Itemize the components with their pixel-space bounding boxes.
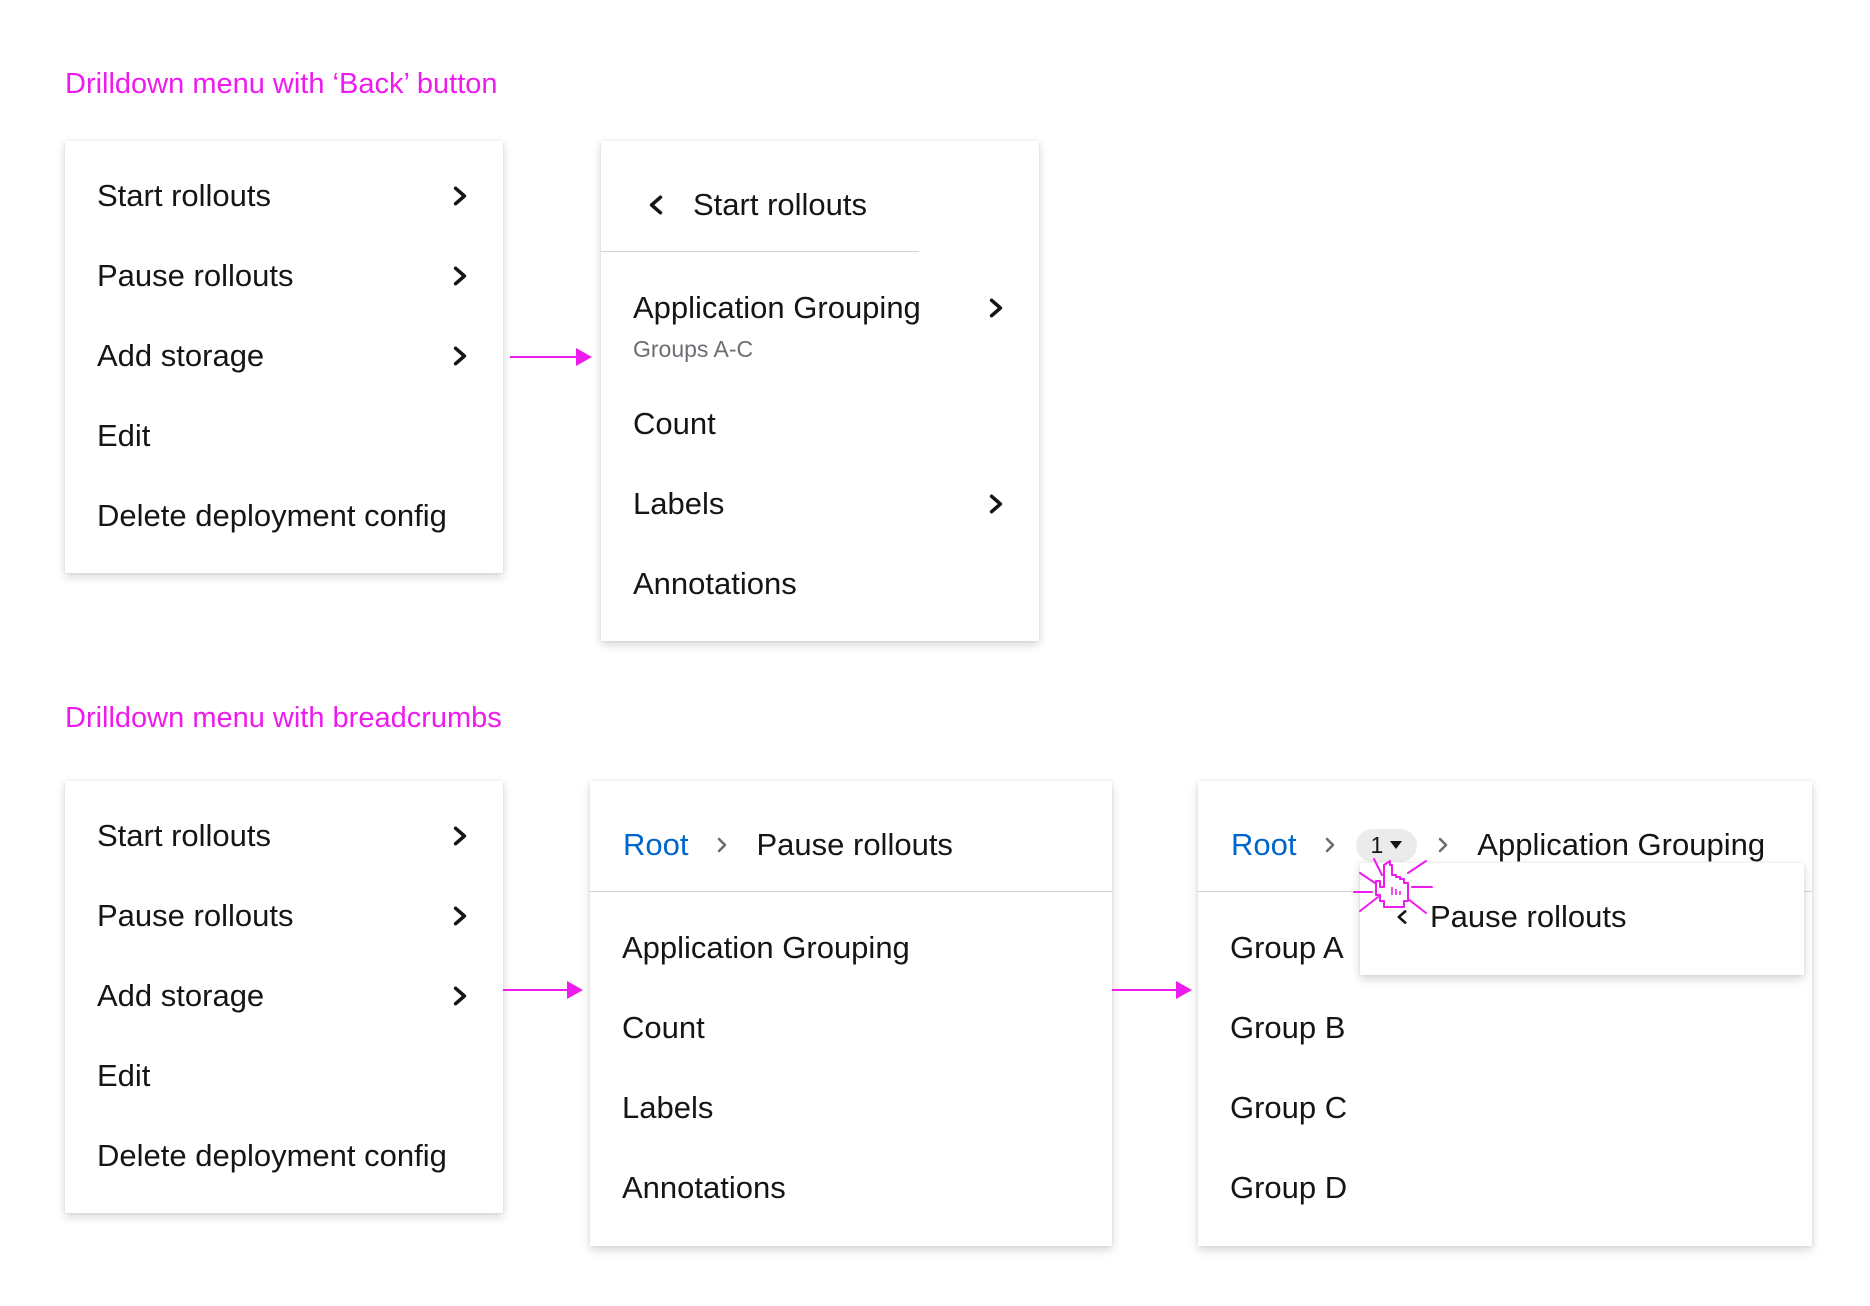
menu-item-edit[interactable]: Edit (97, 1036, 471, 1116)
menu-item-label: Edit (97, 1058, 151, 1093)
menu-divider (601, 251, 919, 252)
menu-item-label: Delete deployment config (97, 1138, 447, 1173)
menu-item-application-grouping[interactable]: Application Grouping Groups A-C (633, 268, 1007, 362)
menu-item-label: Count (633, 406, 716, 441)
menu-item-label: Pause rollouts (97, 258, 294, 293)
chevron-left-icon (1394, 909, 1410, 925)
menu-item-label: Start rollouts (97, 178, 272, 213)
menu-item-annotations[interactable]: Annotations (622, 1148, 1080, 1228)
chevron-right-icon (449, 825, 471, 847)
popup-back-item[interactable]: Pause rollouts (1394, 877, 1626, 957)
menu-item-label: Count (622, 1010, 705, 1045)
menu-item-label: Start rollouts (97, 818, 272, 853)
menu-item-label: Pause rollouts (97, 898, 294, 933)
menu-item-application-grouping[interactable]: Application Grouping (622, 908, 1080, 988)
menu-item-count[interactable]: Count (633, 384, 1007, 464)
menu-item-group-c[interactable]: Group C (1230, 1068, 1780, 1148)
back-button-label: Start rollouts (693, 187, 868, 222)
breadcrumb: Root Pause rollouts (623, 805, 953, 885)
menu-item-group-a[interactable]: Group A (1230, 908, 1780, 988)
menu-item-annotations[interactable]: Annotations (633, 544, 1007, 624)
caret-down-icon (1390, 841, 1403, 849)
menu-item-description: Groups A-C (633, 336, 754, 362)
menu-item-label: Application Grouping (622, 930, 910, 965)
menu-item-add-storage[interactable]: Add storage (97, 956, 471, 1036)
chevron-right-icon (985, 493, 1007, 515)
breadcrumb: Root 1 Application Grouping (1231, 805, 1765, 885)
menu-item-label: Labels (622, 1090, 714, 1125)
hand-pointer-icon (1353, 858, 1433, 914)
flow-arrow (1112, 981, 1192, 999)
menu-item-label: Annotations (622, 1170, 786, 1205)
flow-arrow (510, 348, 592, 366)
menu-item-count[interactable]: Count (622, 988, 1080, 1068)
menu-item-delete-deployment-config[interactable]: Delete deployment config (97, 476, 471, 556)
section-title-back-button: Drilldown menu with ‘Back’ button (65, 68, 498, 100)
section-title-breadcrumbs: Drilldown menu with breadcrumbs (65, 702, 502, 734)
breadcrumb-current: Application Grouping (1477, 827, 1766, 862)
menu-item-label: Edit (97, 418, 151, 453)
drilldown-root-menu: Start rollouts Pause rollouts Add storag… (65, 141, 503, 573)
back-button[interactable]: Start rollouts (645, 165, 867, 245)
menu-item-pause-rollouts[interactable]: Pause rollouts (97, 876, 471, 956)
menu-item-label: Group A (1230, 930, 1344, 965)
angle-right-icon (1322, 837, 1338, 853)
breadcrumb-root-link[interactable]: Root (623, 827, 689, 862)
drilldown-root-menu: Start rollouts Pause rollouts Add storag… (65, 781, 503, 1213)
drilldown-level2-menu: Root 1 Application Grouping Group A Grou… (1198, 781, 1812, 1246)
angle-right-icon (1435, 837, 1451, 853)
breadcrumb-root-link[interactable]: Root (1231, 827, 1297, 862)
chevron-right-icon (449, 345, 471, 367)
breadcrumb-collapsed-toggle[interactable]: 1 (1356, 828, 1418, 862)
popup-back-label: Pause rollouts (1430, 899, 1627, 934)
menu-item-group-d[interactable]: Group D (1230, 1148, 1780, 1228)
menu-item-label: Group C (1230, 1090, 1348, 1125)
chevron-right-icon (449, 185, 471, 207)
menu-item-label: Add storage (97, 338, 265, 373)
menu-item-pause-rollouts[interactable]: Pause rollouts (97, 236, 471, 316)
menu-item-add-storage[interactable]: Add storage (97, 316, 471, 396)
menu-item-label: Application Grouping (633, 290, 921, 325)
chevron-right-icon (985, 297, 1007, 319)
menu-item-group-b[interactable]: Group B (1230, 988, 1780, 1068)
menu-item-label: Labels (633, 486, 725, 521)
flow-arrow (503, 981, 583, 999)
menu-item-labels[interactable]: Labels (633, 464, 1007, 544)
drilldown-level1-menu: Root Pause rollouts Application Grouping… (590, 781, 1112, 1246)
breadcrumb-current: Pause rollouts (756, 827, 953, 862)
menu-item-delete-deployment-config[interactable]: Delete deployment config (97, 1116, 471, 1196)
chevron-right-icon (449, 265, 471, 287)
angle-right-icon (714, 837, 730, 853)
chevron-right-icon (449, 905, 471, 927)
menu-item-label: Annotations (633, 566, 797, 601)
menu-divider (590, 891, 1112, 892)
menu-item-label: Group B (1230, 1010, 1346, 1045)
chevron-right-icon (449, 985, 471, 1007)
drilldown-submenu: Start rollouts Application Grouping Grou… (601, 141, 1039, 641)
chevron-left-icon (645, 194, 667, 216)
menu-item-start-rollouts[interactable]: Start rollouts (97, 156, 471, 236)
menu-item-labels[interactable]: Labels (622, 1068, 1080, 1148)
menu-item-label: Delete deployment config (97, 498, 447, 533)
collapsed-count: 1 (1370, 831, 1384, 858)
collapsed-breadcrumb-popup: Pause rollouts (1360, 863, 1804, 975)
menu-item-edit[interactable]: Edit (97, 396, 471, 476)
menu-item-start-rollouts[interactable]: Start rollouts (97, 796, 471, 876)
menu-item-label: Add storage (97, 978, 265, 1013)
menu-item-label: Group D (1230, 1170, 1348, 1205)
